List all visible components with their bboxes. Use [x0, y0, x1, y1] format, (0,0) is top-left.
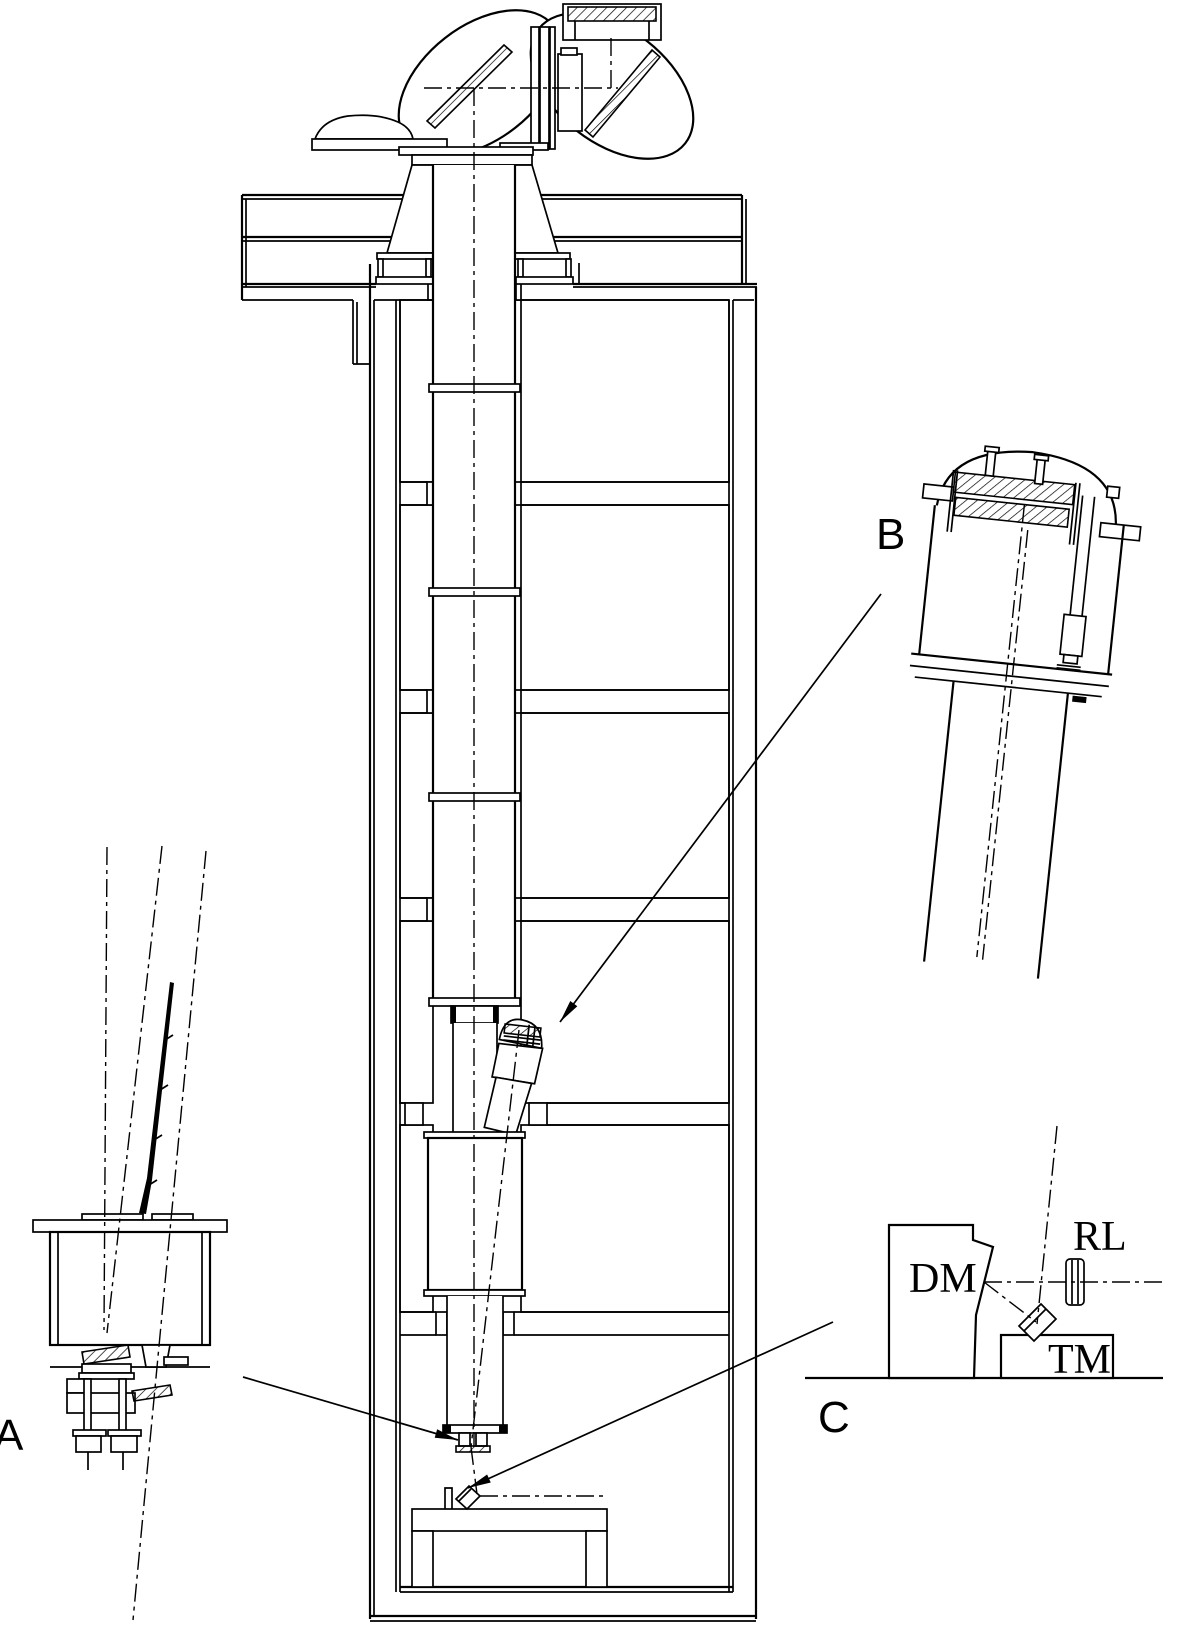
detail-a-top-plate	[32, 1219, 228, 1233]
c-folded-axis	[983, 1281, 1037, 1323]
label-detail-b: B	[876, 510, 905, 559]
turret-mirror-2	[583, 48, 662, 139]
detail-b-lens-2	[953, 496, 1071, 529]
detail-a-housing	[48, 1230, 212, 1347]
entrance-window	[562, 3, 662, 41]
detail-b-view	[909, 445, 1142, 979]
mirror-mount-box	[557, 53, 583, 132]
tower-shell	[368, 264, 758, 1622]
tm-pedestal	[999, 1333, 1115, 1380]
detail-a-axis-3	[132, 850, 207, 1621]
detail-a-view	[32, 1213, 228, 1470]
optical-axes	[103, 38, 618, 1621]
detail-a-tilted-element	[131, 1384, 173, 1402]
relay-scope-axis	[470, 1029, 520, 1448]
detail-a-axis-2	[106, 845, 163, 1334]
leader-arrows	[242, 593, 882, 1489]
floor-slabs	[400, 481, 729, 1336]
detail-c-view	[805, 1125, 1164, 1380]
label-dm: DM	[909, 1256, 977, 1302]
leader-arrow-b	[559, 593, 882, 1023]
leader-arrow-a	[242, 1376, 459, 1441]
turret-mirror-1	[425, 43, 514, 130]
beam-solid	[139, 982, 174, 1214]
c-incoming-axis	[1036, 1125, 1058, 1325]
label-tm: TM	[1048, 1337, 1111, 1383]
optical-table	[411, 1484, 608, 1588]
turret-table	[398, 146, 534, 156]
label-detail-c: C	[818, 1393, 850, 1442]
label-rl: RL	[1073, 1214, 1127, 1260]
detail-a-lens	[81, 1344, 131, 1365]
detail-b-channel	[1056, 495, 1096, 672]
tube-end-lens	[442, 1424, 508, 1453]
detail-b-lens-1	[952, 471, 1076, 506]
dm-block	[887, 1223, 995, 1380]
label-detail-a: A	[0, 1411, 24, 1460]
leader-arrow-c	[467, 1321, 834, 1489]
dome-cap	[311, 114, 448, 151]
detail-a-bolts	[72, 1378, 142, 1470]
detail-a-axis-1	[103, 846, 108, 1331]
mirror-stop-bracket	[444, 1487, 453, 1509]
roof-band	[240, 193, 757, 365]
telescope-tube	[423, 165, 544, 1453]
